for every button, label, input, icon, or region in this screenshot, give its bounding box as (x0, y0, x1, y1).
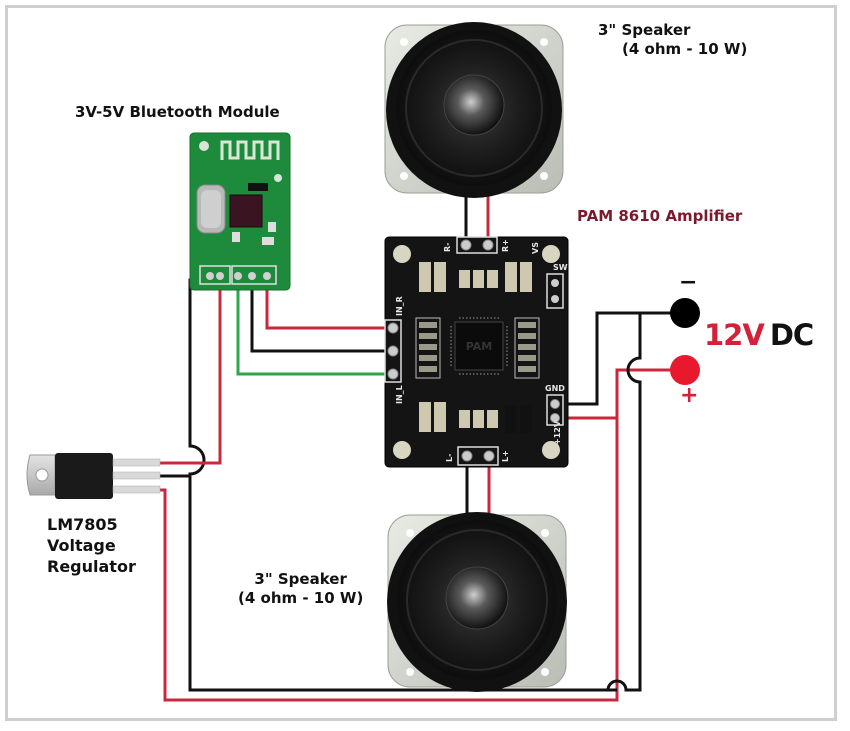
amp-pin-in-l (387, 368, 399, 380)
amp-pin-l-plus (483, 450, 495, 462)
speaker-bottom-label-line2: (4 ohm - 10 W) (238, 589, 364, 607)
terminal-negative (670, 298, 700, 328)
amp-pin-label: L+ (501, 450, 510, 462)
bluetooth-module (189, 132, 291, 291)
wire-bt-gnd-black (250, 283, 393, 353)
amp-pin-label: IN_R (395, 296, 404, 316)
bt-pin-r (263, 272, 271, 280)
speaker-top-label-line1: 3" Speaker (598, 21, 691, 39)
amp-pin-in-gnd (387, 345, 399, 357)
wire-bt-right-red (265, 283, 393, 330)
bluetooth-chip (229, 194, 263, 228)
amp-pin-label: +12V (553, 420, 562, 445)
positive-symbol: + (680, 383, 699, 408)
bt-pin-l (234, 272, 242, 280)
amplifier-board: R- R+ VS PAM (384, 236, 569, 468)
speaker-bottom-label: 3" Speaker (4 ohm - 10 W) (238, 570, 363, 608)
amp-pin-r-plus (482, 239, 494, 251)
speaker-bottom-label-line1: 3" Speaker (254, 570, 347, 588)
wire-bt-power-black (188, 278, 617, 692)
amp-pin-gnd (550, 399, 560, 409)
amp-pin-r-minus (460, 239, 472, 251)
voltage-type: DC (769, 318, 814, 352)
wire-bt-left-green (236, 283, 393, 376)
regulator-label: LM7805 Voltage Regulator (47, 514, 136, 577)
speaker-top-label-line2: (4 ohm - 10 W) (622, 40, 748, 58)
bt-pin-gnd (206, 272, 214, 280)
regulator-label-line1: LM7805 (47, 515, 118, 534)
voltage-regulator (26, 453, 161, 499)
speaker-top (384, 22, 564, 198)
wire-bt-vcc-red (160, 283, 222, 465)
wire-amp-gnd-black (555, 311, 685, 406)
speaker-top-label: 3" Speaker (4 ohm - 10 W) (598, 21, 747, 59)
amp-pin-label: VS (531, 242, 540, 254)
amp-pin-label: SW (553, 263, 568, 272)
negative-symbol: − (679, 270, 698, 295)
antenna-trace (220, 140, 280, 160)
speaker-dust-cap (443, 74, 505, 136)
amp-pin-in-r (387, 322, 399, 334)
regulator-label-line3: Regulator (47, 557, 136, 576)
speaker-dust-cap (445, 566, 509, 630)
amplifier-chip (454, 321, 504, 371)
chip-marking: PAM (466, 340, 493, 353)
speaker-bottom (387, 512, 567, 692)
wire-ground-return-black (606, 313, 642, 692)
amp-pin-label: GND (545, 384, 565, 393)
amp-pin-l-minus (461, 450, 473, 462)
voltage-value: 12V (704, 318, 765, 352)
bt-pin-vcc (216, 272, 224, 280)
bt-pin-g (248, 272, 256, 280)
bluetooth-module-label: 3V-5V Bluetooth Module (75, 103, 280, 121)
amp-pin-label: L- (445, 454, 454, 462)
amplifier-label: PAM 8610 Amplifier (577, 207, 743, 225)
terminal-positive (670, 355, 700, 385)
amp-pin-label: IN_L (395, 385, 404, 404)
amp-pin-label: R- (443, 243, 452, 252)
amp-pin-label: R+ (501, 239, 510, 252)
regulator-label-line2: Voltage (47, 536, 116, 555)
amp-pin-12v (550, 413, 560, 423)
